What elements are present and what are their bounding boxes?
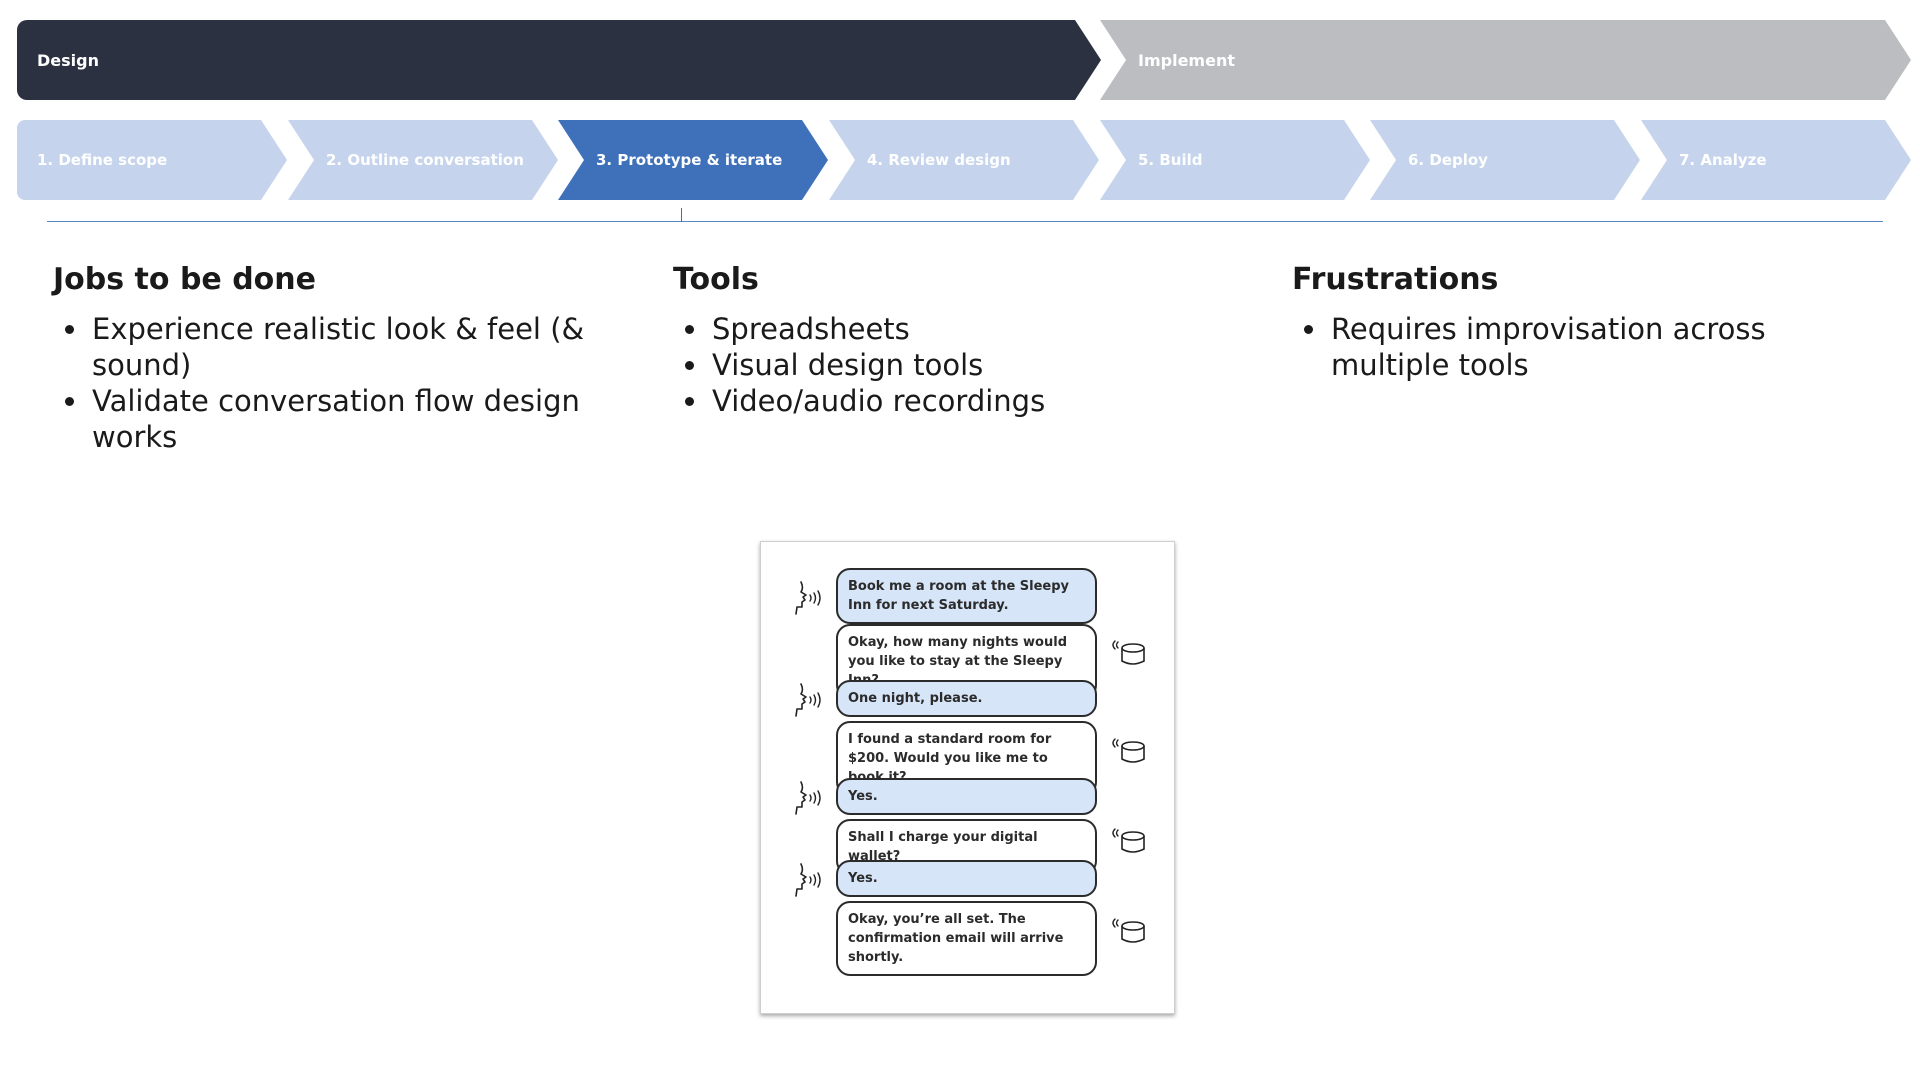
- jobs-column: Jobs to be done Experience realistic loo…: [53, 262, 653, 455]
- user-message: Yes.: [836, 778, 1097, 815]
- step-label: 7. Analyze: [1679, 151, 1767, 169]
- tools-list: Spreadsheets Visual design tools Video/a…: [673, 311, 1233, 419]
- phase-design: Design: [17, 20, 1101, 100]
- tools-column: Tools Spreadsheets Visual design tools V…: [673, 262, 1233, 419]
- step-label: 1. Define scope: [37, 151, 168, 169]
- smart-speaker-icon: [1112, 918, 1145, 943]
- smart-speaker-icon: [1112, 828, 1145, 853]
- list-item: Validate conversation flow design works: [90, 383, 653, 455]
- step-label: 3. Prototype & iterate: [596, 151, 783, 169]
- step-review-design: 4. Review design: [829, 120, 1099, 200]
- step-build: 5. Build: [1100, 120, 1370, 200]
- phase-implement: Implement: [1100, 20, 1911, 100]
- conversation-prototype-card: Book me a room at the Sleepy Inn for nex…: [760, 541, 1175, 1014]
- bot-message: Okay, you’re all set. The confirmation e…: [836, 901, 1097, 976]
- phase-implement-label: Implement: [1138, 50, 1235, 70]
- active-step-marker: [681, 208, 682, 222]
- step-label: 4. Review design: [867, 151, 1011, 169]
- step-prototype-iterate: 3. Prototype & iterate: [558, 120, 828, 200]
- speaking-head-icon: [795, 683, 821, 717]
- frustrations-list: Requires improvisation across multiple t…: [1292, 311, 1872, 383]
- frustrations-heading: Frustrations: [1292, 262, 1499, 297]
- step-label: 6. Deploy: [1408, 151, 1488, 169]
- list-item: Experience realistic look & feel (& soun…: [90, 311, 653, 383]
- step-deploy: 6. Deploy: [1370, 120, 1640, 200]
- user-message: One night, please.: [836, 680, 1097, 717]
- frustrations-column: Frustrations Requires improvisation acro…: [1292, 262, 1872, 383]
- speaking-head-icon: [795, 863, 821, 897]
- list-item: Video/audio recordings: [710, 383, 1233, 419]
- list-item: Visual design tools: [710, 347, 1233, 383]
- step-bar: 1. Define scope 2. Outline conversation …: [0, 120, 1920, 202]
- step-outline-conversation: 2. Outline conversation: [288, 120, 558, 200]
- step-define-scope: 1. Define scope: [17, 120, 287, 200]
- step-label: 5. Build: [1138, 151, 1203, 169]
- list-item: Requires improvisation across multiple t…: [1329, 311, 1872, 383]
- smart-speaker-icon: [1112, 640, 1145, 665]
- phase-design-label: Design: [37, 50, 99, 70]
- step-analyze: 7. Analyze: [1641, 120, 1911, 200]
- phase-bar: Design Implement: [0, 0, 1920, 110]
- step-label: 2. Outline conversation: [326, 151, 524, 169]
- speaking-head-icon: [795, 781, 821, 815]
- section-divider: [47, 221, 1883, 222]
- list-item: Spreadsheets: [710, 311, 1233, 347]
- smart-speaker-icon: [1112, 738, 1145, 763]
- user-message: Yes.: [836, 860, 1097, 897]
- tools-heading: Tools: [673, 262, 759, 297]
- jobs-list: Experience realistic look & feel (& soun…: [53, 311, 653, 455]
- jobs-heading: Jobs to be done: [53, 262, 316, 297]
- speaking-head-icon: [795, 581, 821, 615]
- user-message: Book me a room at the Sleepy Inn for nex…: [836, 568, 1097, 624]
